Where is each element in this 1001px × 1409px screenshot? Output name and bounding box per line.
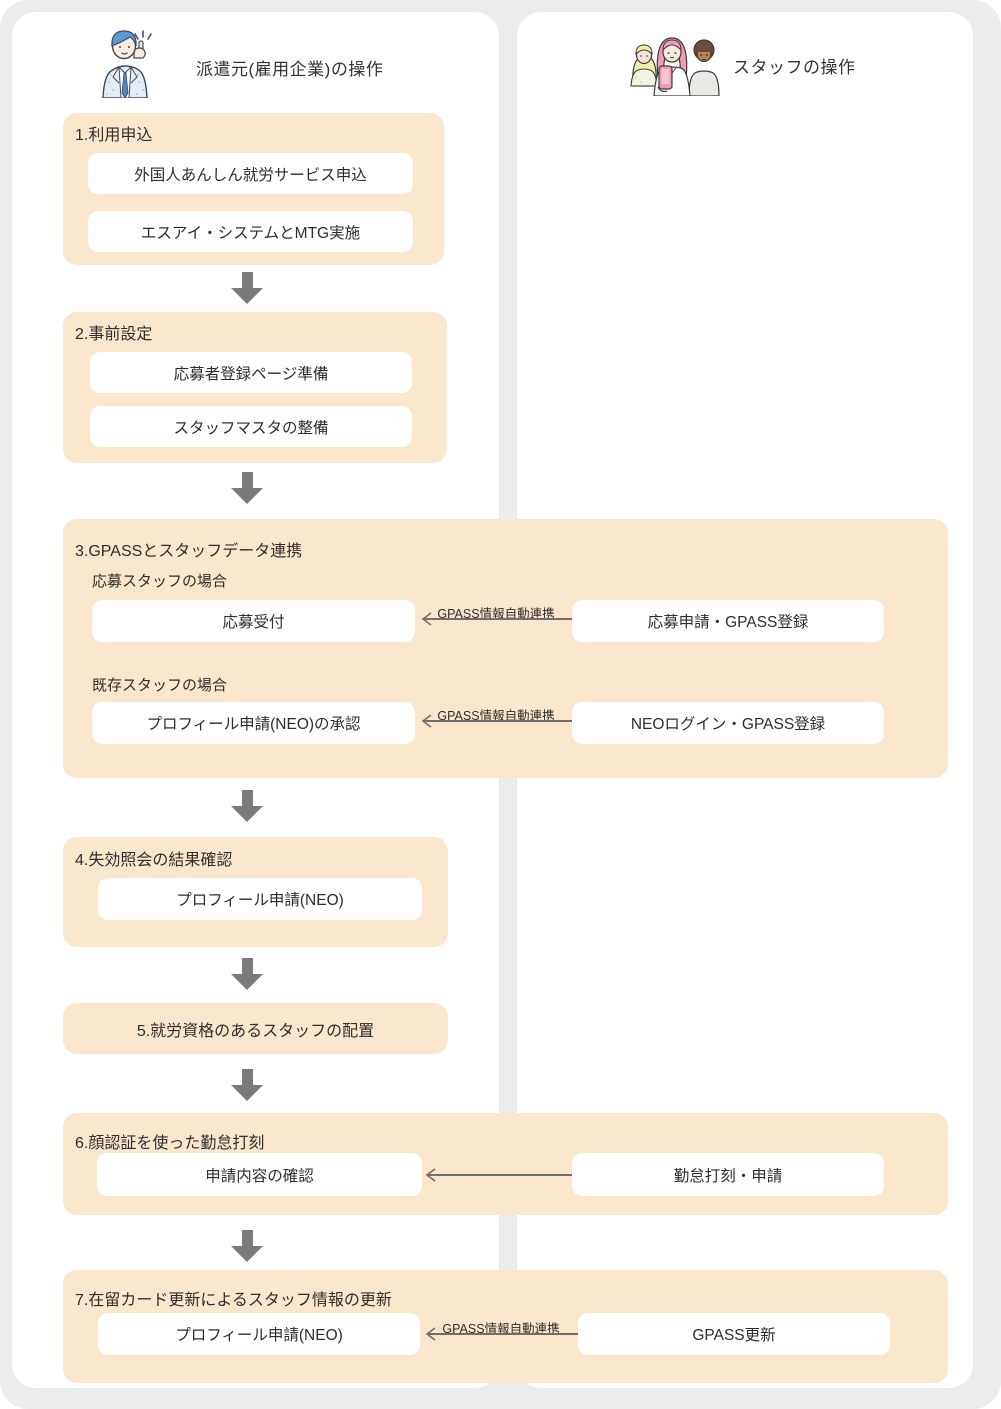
step3-case1-left-box: 応募受付	[92, 600, 415, 642]
left-arrow-icon	[420, 713, 572, 729]
down-arrow-icon	[231, 1230, 263, 1262]
step2-box-staff-master: スタッフマスタの整備	[90, 406, 412, 447]
step1-label: 1.利用申込	[75, 127, 153, 144]
step3-case2-left-box: プロフィール申請(NEO)の承認	[92, 702, 415, 744]
down-arrow-icon	[231, 790, 263, 822]
step2-label: 2.事前設定	[75, 326, 153, 343]
gpass-sync-arrow-label: GPASS情報自動連携	[437, 709, 555, 723]
left-arrow-icon	[424, 1326, 578, 1342]
down-arrow-icon	[231, 272, 263, 304]
down-arrow-icon	[231, 958, 263, 990]
step1-box-mtg: エスアイ・システムとMTG実施	[88, 211, 413, 252]
businessman-pointing-illustration	[93, 20, 159, 98]
down-arrow-icon	[231, 1069, 263, 1101]
step4-label: 4.失効照会の結果確認	[75, 852, 233, 869]
staff-group-illustration	[625, 28, 723, 96]
step3-case2-sublabel: 既存スタッフの場合	[92, 677, 228, 694]
left-arrow-icon	[420, 611, 572, 627]
gpass-sync-arrow-label: GPASS情報自動連携	[437, 607, 555, 621]
step6-label: 6.顔認証を使った勤怠打刻	[75, 1135, 265, 1152]
step2-box-applicant-page: 応募者登録ページ準備	[90, 352, 412, 393]
step3-case2-right-box: NEOログイン・GPASS登録	[572, 702, 884, 744]
step6-left-box: 申請内容の確認	[97, 1153, 422, 1196]
step7-right-box: GPASS更新	[578, 1313, 890, 1355]
down-arrow-icon	[231, 472, 263, 504]
employer-column-title: 派遣元(雇用企業)の操作	[196, 60, 384, 79]
step1-box-service-apply: 外国人あんしん就労サービス申込	[88, 153, 413, 194]
step3-case1-right-box: 応募申請・GPASS登録	[572, 600, 884, 642]
step7-left-box: プロフィール申請(NEO)	[98, 1313, 420, 1355]
step4-box-profile-neo: プロフィール申請(NEO)	[98, 878, 422, 920]
step3-case1-sublabel: 応募スタッフの場合	[92, 573, 228, 590]
staff-column-title: スタッフの操作	[733, 58, 856, 77]
step7-label: 7.在留カード更新によるスタッフ情報の更新	[75, 1292, 392, 1309]
step6-right-box: 勤怠打刻・申請	[572, 1153, 884, 1196]
step5-card: 5.就労資格のあるスタッフの配置	[63, 1003, 448, 1054]
step3-label: 3.GPASSとスタッフデータ連携	[75, 543, 303, 560]
left-arrow-icon	[424, 1167, 572, 1183]
gpass-sync-arrow-label: GPASS情報自動連携	[442, 1322, 560, 1336]
